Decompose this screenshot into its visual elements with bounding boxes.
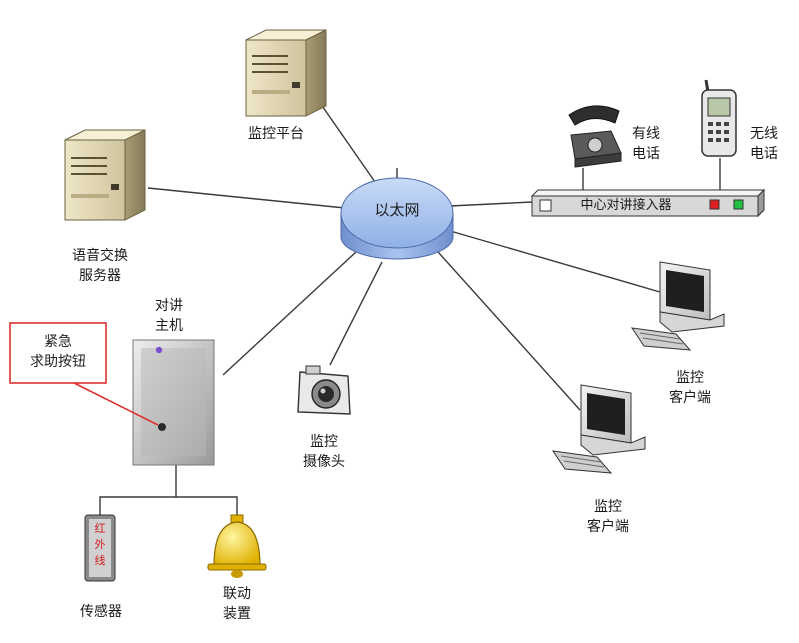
intercom-host-label-line1: 对讲 <box>155 298 183 314</box>
voice-server-label-line1: 语音交换 <box>72 248 128 264</box>
hub-label: 以太网 <box>374 201 420 219</box>
emergency-button-label-line1: 紧急 <box>44 334 72 350</box>
link-monitor-platform <box>317 99 376 183</box>
client-1-label-line2: 客户端 <box>669 390 711 406</box>
ethernet-hub <box>340 168 454 260</box>
wireless-phone-label-line1: 无线 <box>750 126 778 142</box>
link-intercom-host <box>222 251 357 376</box>
wireless-phone-label-line2: 电话 <box>750 146 778 162</box>
client-1-computer-icon <box>630 261 725 351</box>
camera-label-line2: 摄像头 <box>303 454 345 470</box>
client-2-label: 监控 客户端 <box>570 497 646 537</box>
intercom-host-label-line2: 主机 <box>155 318 183 334</box>
client-1-label-line1: 监控 <box>676 370 704 386</box>
client-2-label-line1: 监控 <box>594 499 622 515</box>
emergency-callout <box>9 322 159 426</box>
intercom-host-label: 对讲 主机 <box>144 296 194 336</box>
linkage-label: 联动 装置 <box>204 584 270 624</box>
monitor-platform-label: 监控平台 <box>248 126 304 142</box>
link-access-device <box>449 201 533 207</box>
camera-label: 监控 摄像头 <box>286 432 362 472</box>
client-2-label-line2: 客户端 <box>587 519 629 535</box>
access-device-box <box>530 188 766 218</box>
monitor-platform-server-icon <box>245 29 327 117</box>
camera-icon <box>297 365 351 415</box>
client-1-label: 监控 客户端 <box>652 368 728 408</box>
voice-server-label: 语音交换 服务器 <box>58 246 142 286</box>
linkage-label-line2: 装置 <box>223 606 251 622</box>
intercom-indicator-light <box>155 346 163 354</box>
link-voice-server <box>147 187 346 209</box>
camera-label-line1: 监控 <box>310 434 338 450</box>
sensor-label: 传感器 <box>80 604 122 620</box>
linkage-label-line1: 联动 <box>223 586 251 602</box>
access-device-label: 中心对讲接入器 <box>580 198 672 213</box>
sensor-body-text: 红外线 <box>94 522 106 567</box>
emergency-button-label: 紧急 求助按钮 <box>12 332 104 372</box>
link-client-2 <box>429 242 581 411</box>
wired-phone-label-line1: 有线 <box>632 126 660 142</box>
link-sensor <box>99 465 177 515</box>
wireless-phone-icon <box>701 79 737 157</box>
connection-lines <box>99 99 721 515</box>
link-camera <box>329 261 383 366</box>
wired-phone-label-line2: 电话 <box>632 146 660 162</box>
sensor-device <box>84 514 116 582</box>
linkage-bell-icon <box>207 514 267 578</box>
link-linkage <box>176 496 238 515</box>
wired-phone-label: 有线 电话 <box>626 124 666 164</box>
wireless-phone-label: 无线 电话 <box>743 124 785 164</box>
client-2-computer-icon <box>551 384 646 474</box>
wired-phone-icon <box>568 105 622 168</box>
voice-server-icon <box>64 129 146 221</box>
emergency-button-dot <box>158 423 166 431</box>
voice-server-label-line2: 服务器 <box>79 268 121 284</box>
link-client-1 <box>439 227 661 293</box>
intercom-host-panel <box>132 339 215 466</box>
emergency-button-label-line2: 求助按钮 <box>30 354 86 370</box>
